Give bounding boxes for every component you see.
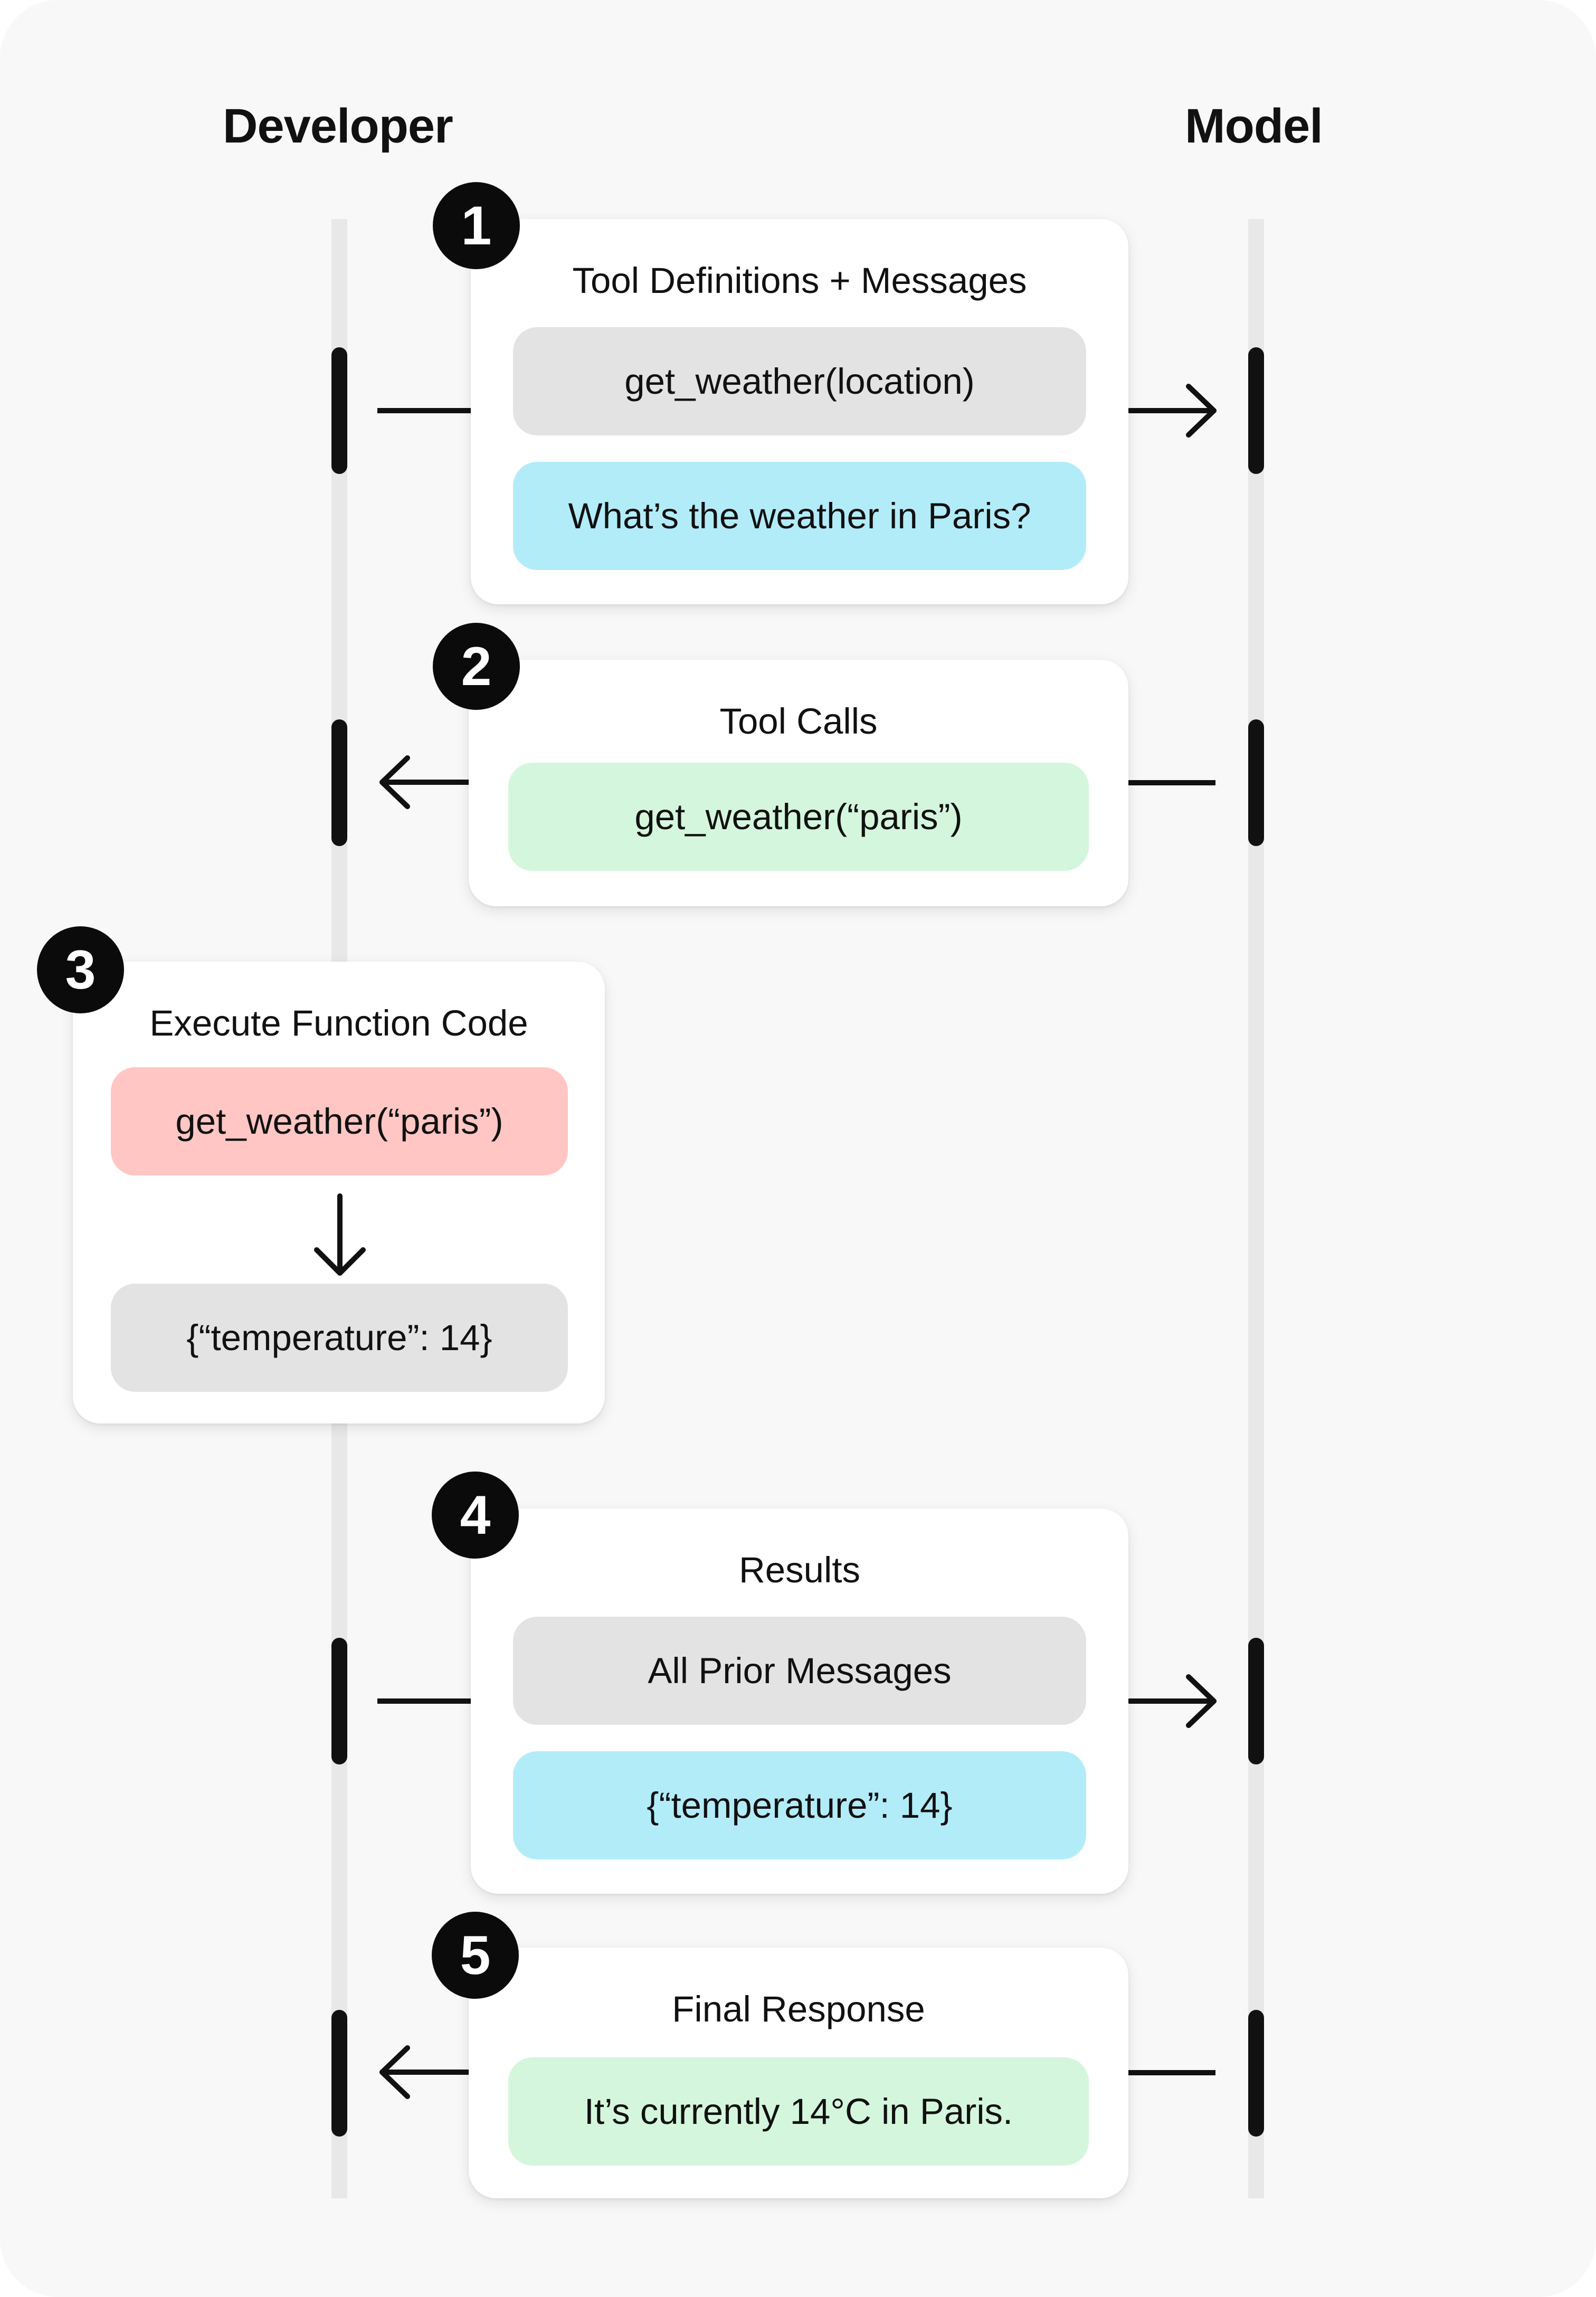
step-5-number-badge: 5: [432, 1912, 519, 1999]
step-5-right-connector: [1126, 2070, 1215, 2075]
step-2-number-badge: 2: [433, 623, 520, 710]
step-1-number-badge: 1: [433, 182, 520, 269]
step-1-title: Tool Definitions + Messages: [572, 260, 1027, 301]
step-5-card: Final Response It’s currently 14°C in Pa…: [469, 1948, 1128, 2198]
step-3-card: Execute Function Code get_weather(“paris…: [73, 962, 605, 1423]
step-4-left-connector: [377, 1698, 475, 1704]
step-4-prior-messages-pill: All Prior Messages: [513, 1617, 1086, 1725]
step-4-result-pill: {“temperature”: 14}: [513, 1751, 1086, 1859]
model-activation-bar-1: [1248, 347, 1264, 474]
step-5-title: Final Response: [672, 1989, 925, 2029]
model-lane: [1248, 219, 1264, 2198]
step-2-right-connector: [1126, 780, 1215, 785]
step-1-message-pill: What’s the weather in Paris?: [513, 462, 1086, 570]
step-3-number-badge: 3: [37, 926, 124, 1013]
developer-activation-bar-1: [331, 347, 347, 474]
step-1-left-connector: [377, 408, 475, 413]
step-2-card: Tool Calls get_weather(“paris”): [469, 660, 1128, 906]
step-3-function-call-pill: get_weather(“paris”): [111, 1067, 568, 1175]
developer-activation-bar-2: [331, 719, 347, 846]
step-4-number-badge: 4: [432, 1472, 519, 1559]
step-5-left-arrow-icon: [379, 2045, 472, 2099]
model-activation-bar-5: [1248, 2010, 1264, 2137]
model-activation-bar-2: [1248, 719, 1264, 846]
step-5-final-response-pill: It’s currently 14°C in Paris.: [508, 2057, 1089, 2166]
step-1-right-arrow-icon: [1127, 384, 1217, 438]
developer-activation-bar-5: [331, 2010, 347, 2137]
step-3-function-result-pill: {“temperature”: 14}: [111, 1284, 568, 1392]
step-2-tool-call-pill: get_weather(“paris”): [508, 763, 1089, 871]
step-4-title: Results: [738, 1550, 861, 1590]
model-column-title: Model: [1185, 99, 1323, 153]
step-1-card: Tool Definitions + Messages get_weather(…: [471, 219, 1128, 604]
step-3-title: Execute Function Code: [149, 1003, 528, 1043]
step-4-right-arrow-icon: [1127, 1674, 1217, 1728]
step-2-left-arrow-icon: [379, 755, 472, 809]
developer-column-title: Developer: [223, 99, 453, 153]
step-3-down-arrow-icon: [314, 1193, 366, 1276]
model-activation-bar-4: [1248, 1638, 1264, 1764]
developer-activation-bar-4: [331, 1638, 347, 1764]
step-4-card: Results All Prior Messages {“temperature…: [471, 1508, 1128, 1894]
step-1-tool-definition-pill: get_weather(location): [513, 327, 1086, 435]
step-2-title: Tool Calls: [719, 701, 878, 742]
